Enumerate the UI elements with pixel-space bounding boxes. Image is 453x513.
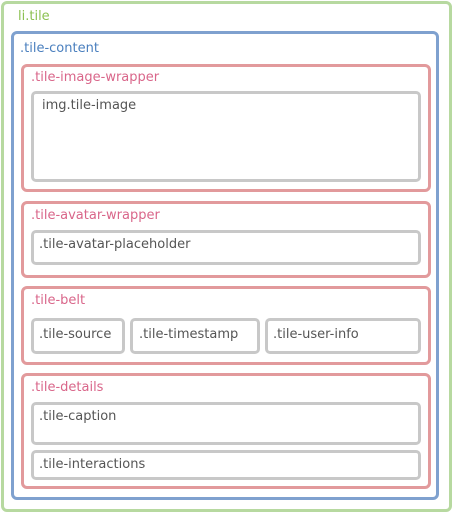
tile-image-label: img.tile-image: [42, 98, 137, 113]
tile-image-wrapper-box: [21, 64, 431, 192]
tile-details-box: [21, 373, 431, 489]
tile-belt-box: [21, 286, 431, 365]
tile-avatar-placeholder-box: [31, 230, 421, 265]
tile-source-label: .tile-source: [39, 327, 112, 342]
tile-avatar-wrapper-label: .tile-avatar-wrapper: [31, 208, 160, 223]
tile-avatar-wrapper-box: [21, 201, 431, 278]
tile-interactions-box: [31, 450, 421, 480]
tile-interactions-label: .tile-interactions: [39, 457, 146, 472]
tile-source-box: [31, 318, 125, 354]
tile-image-wrapper-label: .tile-image-wrapper: [31, 70, 160, 85]
tile-user-info-box: [265, 318, 421, 354]
tile-caption-label: .tile-caption: [39, 409, 117, 424]
tile-timestamp-label: .tile-timestamp: [139, 327, 239, 342]
tile-details-label: .tile-details: [31, 380, 104, 395]
tile-user-info-label: .tile-user-info: [273, 327, 359, 342]
tile-image-box: [31, 91, 421, 182]
tile-belt-label: .tile-belt: [31, 293, 86, 308]
tile-content-box: [11, 31, 439, 500]
li-tile-label: li.tile: [18, 9, 50, 24]
tile-caption-box: [31, 402, 421, 445]
tile-content-label: .tile-content: [20, 41, 99, 56]
tile-timestamp-box: [130, 318, 260, 354]
tile-avatar-placeholder-label: .tile-avatar-placeholder: [39, 237, 191, 252]
